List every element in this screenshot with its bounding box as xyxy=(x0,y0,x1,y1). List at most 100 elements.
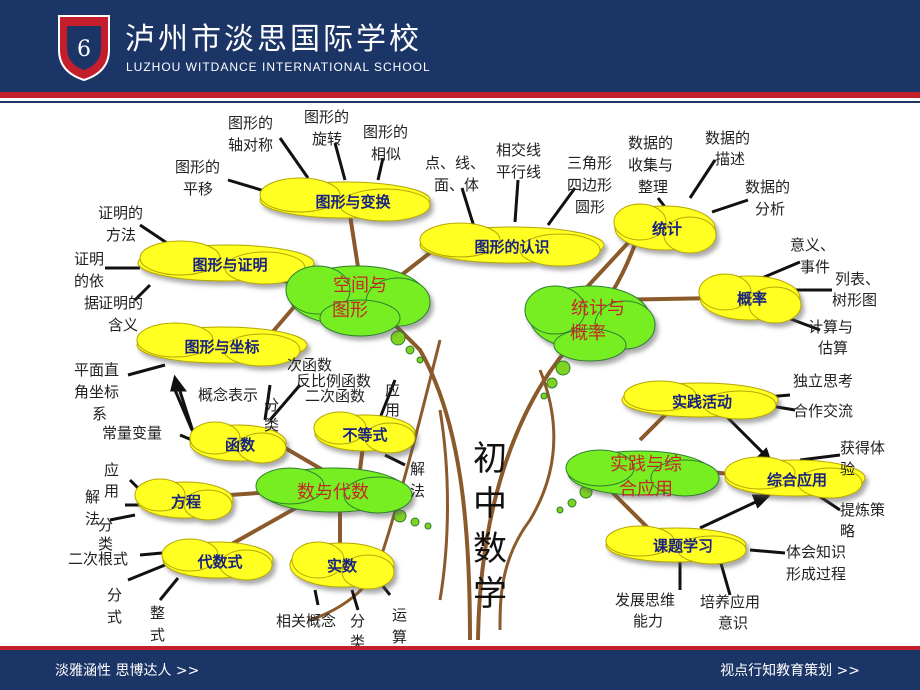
cloud-function-label: 函数 xyxy=(225,436,256,454)
leaf-fenlei2-1: 分 xyxy=(98,516,113,534)
school-name-cn: 泸州市淡思国际学校 xyxy=(125,22,422,57)
leaf-changliang: 常量变量 xyxy=(102,424,162,442)
leaf-jiefa1-1: 解 xyxy=(410,460,425,478)
branch-stat-l1: 统计与 xyxy=(571,298,625,319)
leaf-yiyi-1: 意义、 xyxy=(790,236,835,254)
cloud-proof xyxy=(137,240,315,285)
leaf-zmyiju-3: 据 xyxy=(84,294,99,312)
cloud-space xyxy=(285,265,431,337)
school-name-en: LUZHOU WITDANCE INTERNATIONAL SCHOOL xyxy=(126,60,431,74)
leaf-miaoshu-1: 数据的 xyxy=(705,129,750,147)
leaf-labels: 图形的 平移 图形的 轴对称 图形的 旋转 图形的 相似 点、线、 面、体 相交… xyxy=(68,108,885,651)
footer-red-stripe xyxy=(0,646,920,650)
leaf-fazhan-1: 发展思维 xyxy=(615,591,675,609)
leaf-jisuan-2: 估算 xyxy=(818,339,848,357)
leaf-yingyong1-2: 用 xyxy=(385,401,400,419)
leaf-zmyiju-2: 的依 xyxy=(74,272,104,290)
leaf-tihui-2: 形成过程 xyxy=(786,565,846,583)
leaf-xiangjiao-2: 平行线 xyxy=(496,163,541,181)
leaf-tihui-1: 体会知识 xyxy=(786,543,846,561)
cloud-prob xyxy=(698,273,802,324)
leaf-jisuan-1: 计算与 xyxy=(808,318,853,336)
cloud-expr-label: 代数式 xyxy=(196,553,242,571)
leaf-cishu-2: 反比例函数 xyxy=(296,372,371,390)
leaf-sanjiao-2: 四边形 xyxy=(567,176,612,194)
cloud-equation xyxy=(134,478,234,521)
cloud-practice xyxy=(565,449,720,497)
leaf-peiyang-1: 培养应用 xyxy=(700,593,760,611)
cloud-coord-label: 图形与坐标 xyxy=(184,338,259,356)
branch-stat-l2: 概率 xyxy=(570,323,606,344)
cloud-prob-label: 概率 xyxy=(737,290,767,308)
leaf-pingmian-2: 角坐标 xyxy=(74,383,119,401)
leaf-zmfangfa-2: 方法 xyxy=(106,226,136,244)
leaf-xuanzhuan-1: 图形的 xyxy=(304,108,349,126)
leaf-fenlei1-2: 类 xyxy=(264,416,279,434)
leaf-duichen-1: 图形的 xyxy=(228,114,273,132)
cloud-activity xyxy=(621,380,779,420)
cloud-real xyxy=(289,541,395,590)
cloud-coord xyxy=(136,322,308,367)
leaf-fenshi-1: 分 xyxy=(107,586,122,604)
leaf-cishu-3: 二次函数 xyxy=(305,387,365,405)
cloud-stats xyxy=(613,203,717,254)
header-white-stripe xyxy=(0,98,920,101)
leaf-ercigen: 二次根式 xyxy=(68,550,128,568)
cloud-project-label: 课题学习 xyxy=(653,537,713,555)
leaf-hezuo: 合作交流 xyxy=(793,402,853,420)
leaf-yiyi-2: 事件 xyxy=(800,258,830,276)
leaf-zmyiju-1: 证明 xyxy=(74,250,104,268)
leaf-peiyang-2: 意识 xyxy=(718,614,748,632)
center-char-3: 数 xyxy=(473,529,507,569)
leaf-pingyi-2: 平移 xyxy=(183,180,213,198)
cloud-transform xyxy=(259,177,431,222)
cloud-real-label: 实数 xyxy=(327,557,358,575)
leaf-duli: 独立思考 xyxy=(793,372,853,390)
leaf-pingmian-3: 系 xyxy=(92,405,107,423)
svg-text:6: 6 xyxy=(77,37,91,62)
leaf-fenlei3-1: 分 xyxy=(350,612,365,630)
cloud-proof-label: 图形与证明 xyxy=(192,256,267,274)
branch-practice-l2: 合应用 xyxy=(619,479,673,500)
leaf-fenlei2-2: 类 xyxy=(98,535,113,553)
center-char-4: 学 xyxy=(473,574,507,614)
leaf-huode-1: 获得体 xyxy=(840,439,885,457)
leaf-xuanzhuan-2: 旋转 xyxy=(312,130,342,148)
leaf-tilian-1: 提炼策 xyxy=(840,501,885,519)
leaf-zmhanyi-1: 证明的 xyxy=(98,294,143,312)
leaf-huode-2: 验 xyxy=(840,460,855,478)
center-char-2: 中 xyxy=(473,484,507,524)
cloud-apply xyxy=(724,456,866,499)
cloud-stat xyxy=(524,285,656,362)
leaf-pingyi-1: 图形的 xyxy=(175,158,220,176)
leaf-dianxian-2: 面、体 xyxy=(434,176,479,194)
leaf-cishu-1: 次函数 xyxy=(287,356,332,374)
footer-bar xyxy=(0,650,920,690)
leaf-gainian: 概念表示 xyxy=(198,386,258,404)
cloud-stats-label: 统计 xyxy=(652,220,682,238)
cloud-transform-label: 图形与变换 xyxy=(315,193,391,211)
cloud-function xyxy=(189,421,287,464)
leaf-zmfangfa-1: 证明的 xyxy=(98,204,143,222)
leaf-yingyong2-2: 用 xyxy=(104,482,119,500)
leaf-fenxi-2: 分析 xyxy=(755,200,785,218)
header-blue-stripe xyxy=(0,101,920,103)
school-logo-icon: 6 xyxy=(58,15,110,82)
leaf-fenlei1-1: 分 xyxy=(264,396,279,414)
leaf-fenshi-2: 式 xyxy=(107,608,122,626)
leaf-zmhanyi-2: 含义 xyxy=(108,316,138,334)
leaf-shouji-3: 整理 xyxy=(638,178,668,196)
leaf-shouji-1: 数据的 xyxy=(628,134,673,152)
footer-right-text: 视点行知教育策划 >> xyxy=(720,663,860,679)
cloud-equation-label: 方程 xyxy=(171,493,201,511)
header-red-stripe xyxy=(0,92,920,98)
leaf-jiefa2-1: 解 xyxy=(85,488,100,506)
leaf-dianxian-1: 点、线、 xyxy=(425,154,485,172)
leaf-pingmian-1: 平面直 xyxy=(74,361,119,379)
leaf-xiangjiao-1: 相交线 xyxy=(496,141,541,159)
leaf-duichen-2: 轴对称 xyxy=(228,136,273,154)
branch-practice-l1: 实践与综 xyxy=(610,454,682,475)
leaf-fazhan-2: 能力 xyxy=(633,612,663,630)
leaf-tilian-2: 略 xyxy=(840,522,855,540)
cloud-inequality-label: 不等式 xyxy=(342,426,387,444)
